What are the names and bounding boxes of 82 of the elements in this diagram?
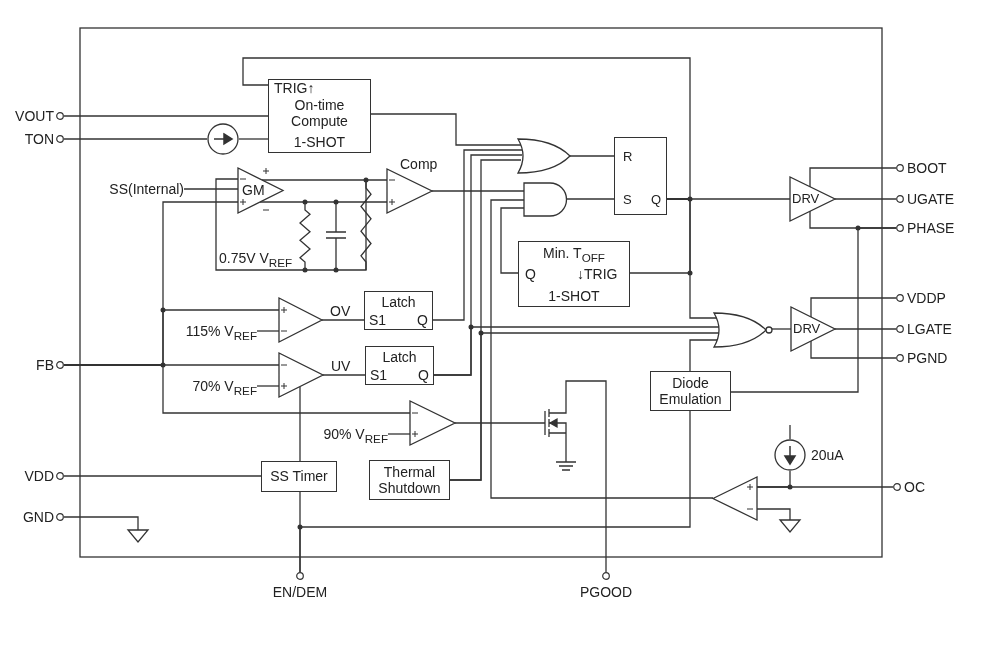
latch-block bbox=[365, 346, 434, 385]
pin-label: VOUT bbox=[15, 108, 54, 124]
symbol-label: DRV bbox=[792, 191, 820, 207]
wire bbox=[299, 491, 301, 573]
block-label: Thermal Shutdown bbox=[377, 464, 442, 496]
pin-label: BOOT bbox=[907, 160, 947, 176]
block-label: SS Timer bbox=[269, 468, 329, 484]
signal-label: UV bbox=[331, 358, 351, 374]
pin-label: TON bbox=[24, 131, 54, 147]
reference-label: 70% V$_{REF}$ bbox=[192, 378, 257, 399]
logic-block bbox=[650, 371, 731, 411]
latch-block bbox=[364, 291, 433, 330]
wire bbox=[810, 340, 897, 359]
block-label: Latch bbox=[381, 349, 418, 365]
port-label: Q bbox=[651, 192, 662, 208]
pin-label: FB bbox=[36, 357, 54, 373]
symbol-label: GM bbox=[242, 182, 265, 198]
port-label: ↓TRIG bbox=[577, 266, 618, 282]
reference-label: 0.75V V$_{REF}$ bbox=[219, 250, 294, 271]
value-label: 20uA bbox=[811, 447, 844, 463]
pin-label: EN/DEM bbox=[271, 584, 329, 600]
reference-label: 90% V$_{REF}$ bbox=[323, 426, 388, 447]
pin-label: VDDP bbox=[907, 290, 946, 306]
reference-label: 115% V$_{REF}$ bbox=[185, 323, 257, 344]
wire bbox=[834, 198, 897, 200]
wire bbox=[322, 374, 366, 376]
wire bbox=[238, 138, 269, 140]
block-label: Latch bbox=[380, 294, 417, 310]
wire bbox=[834, 328, 897, 330]
wire bbox=[321, 319, 365, 321]
wire bbox=[566, 198, 615, 200]
wire bbox=[183, 188, 239, 190]
wire bbox=[569, 155, 615, 157]
wire bbox=[454, 422, 541, 424]
wire bbox=[771, 328, 792, 330]
wire bbox=[387, 433, 411, 435]
pin-label: PHASE bbox=[907, 220, 955, 236]
port-label: R bbox=[623, 149, 633, 165]
block-label: Diode Emulation bbox=[658, 375, 723, 407]
wire bbox=[63, 138, 208, 140]
timer-block bbox=[261, 461, 337, 492]
wire bbox=[63, 475, 262, 477]
wire bbox=[490, 199, 714, 499]
wire bbox=[565, 380, 607, 573]
block-label: On-time Compute bbox=[290, 97, 349, 129]
pin-label: LGATE bbox=[907, 321, 952, 337]
wire bbox=[242, 57, 691, 200]
pin-label: PGOOD bbox=[578, 584, 634, 600]
port-label: S1 bbox=[370, 367, 388, 383]
pin-label: UGATE bbox=[907, 191, 955, 207]
logic-block bbox=[369, 460, 450, 500]
wire bbox=[299, 386, 301, 462]
pin-label: OC bbox=[904, 479, 925, 495]
port-label: S bbox=[623, 192, 632, 208]
signal-label: SS(Internal) bbox=[109, 181, 184, 197]
wire bbox=[256, 385, 280, 387]
port-label: S1 bbox=[369, 312, 387, 328]
wire bbox=[431, 190, 525, 192]
wire bbox=[63, 115, 269, 117]
comparator-label: Comp bbox=[400, 156, 438, 172]
pin-label: VDD bbox=[24, 468, 54, 484]
wire bbox=[63, 364, 411, 414]
wire bbox=[500, 207, 525, 274]
wire bbox=[809, 167, 897, 188]
wire bbox=[256, 330, 280, 332]
block-label: Min. T$_{OFF}$ bbox=[542, 245, 606, 266]
port-label: Q bbox=[418, 367, 429, 383]
wire bbox=[730, 227, 897, 393]
pin-label: PGND bbox=[907, 350, 948, 366]
symbol-label: DRV bbox=[793, 321, 821, 337]
port-label: TRIG↑ bbox=[274, 80, 315, 96]
signal-label: OV bbox=[330, 303, 351, 319]
port-label: Q bbox=[525, 266, 536, 282]
pin-label: GND bbox=[22, 509, 54, 525]
one-shot-block bbox=[268, 79, 371, 153]
one-shot-block bbox=[518, 241, 630, 307]
block-label: 1-SHOT bbox=[292, 134, 347, 150]
block-label: 1-SHOT bbox=[547, 288, 601, 304]
port-label: Q bbox=[417, 312, 428, 328]
flip-flop-block bbox=[614, 137, 667, 215]
wire bbox=[432, 149, 523, 321]
wire bbox=[810, 297, 897, 318]
